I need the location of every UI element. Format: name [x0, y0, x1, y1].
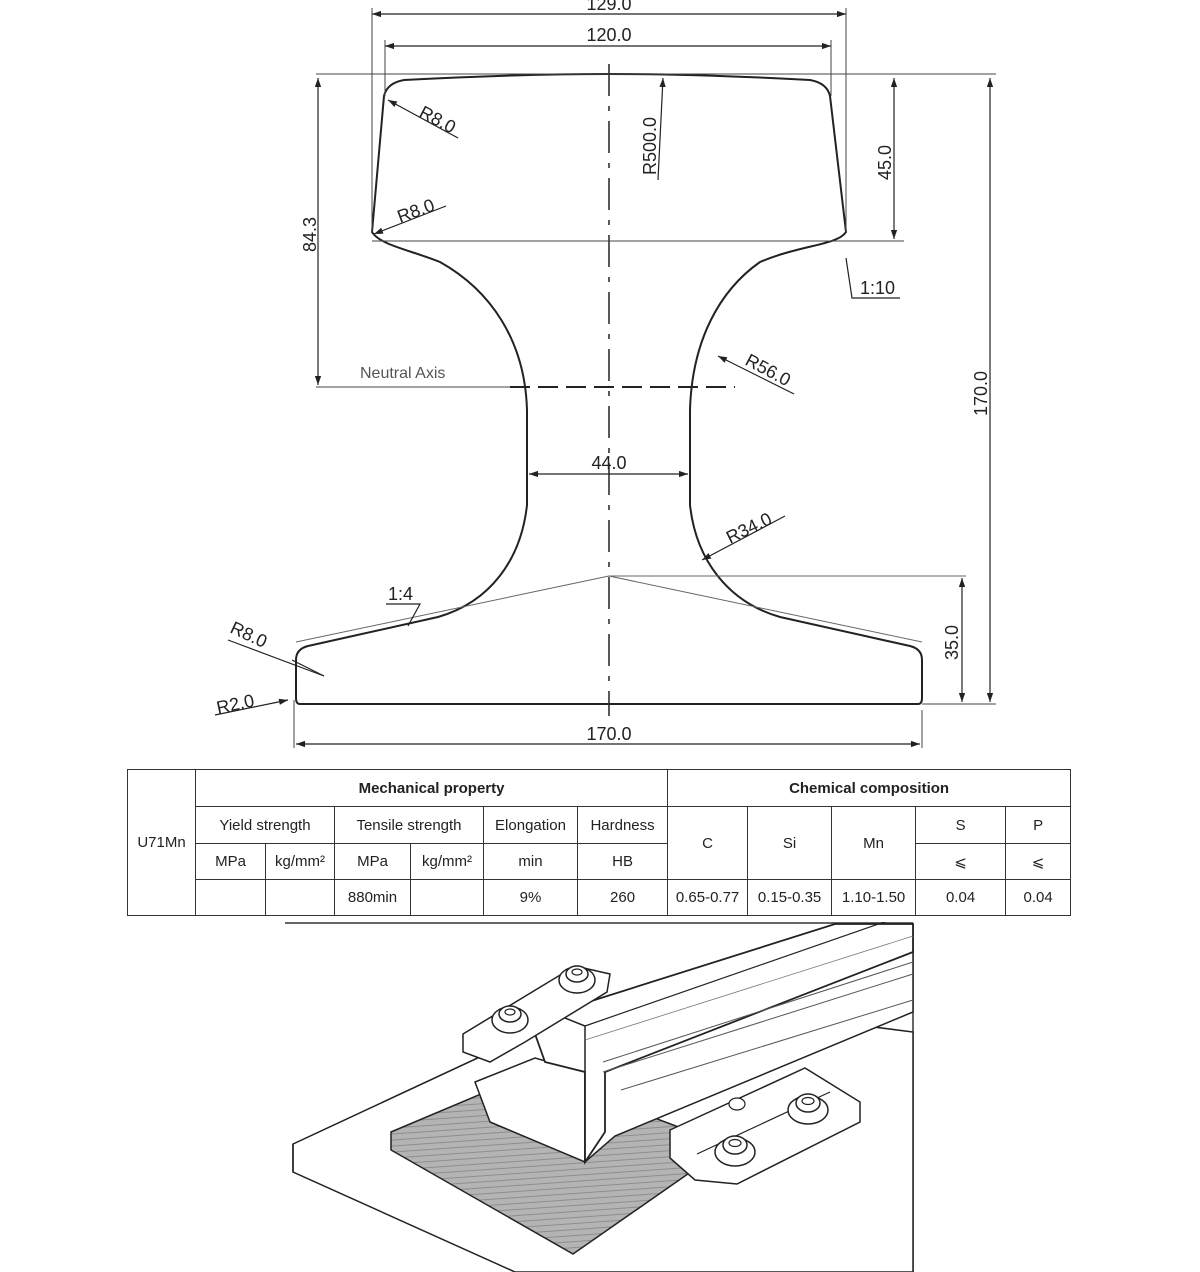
chemical-composition-header: Chemical composition	[667, 769, 1072, 807]
manganese-header: Mn	[831, 806, 917, 880]
elongation-value: 9%	[483, 879, 578, 916]
bolt-icon	[787, 1093, 829, 1125]
silicon-value: 0.15-0.35	[747, 879, 833, 916]
dim-radius-web-upper: R56.0	[742, 350, 794, 390]
tensile-unit-mpa: MPa	[334, 843, 411, 880]
rail-body	[523, 923, 914, 1165]
sulfur-header: S	[915, 806, 1007, 844]
dim-total-height: 170.0	[971, 371, 991, 416]
dim-neutral-axis-height: 84.3	[300, 217, 320, 252]
dim-width-top-outer: 129.0	[586, 0, 631, 14]
yield-unit-kgmm: kg/mm²	[265, 843, 335, 880]
bolt-icon	[558, 965, 596, 994]
tensile-unit-kgmm: kg/mm²	[410, 843, 484, 880]
hardness-value: 260	[576, 879, 669, 916]
dim-head-height: 45.0	[875, 145, 895, 180]
yield-strength-header: Yield strength	[195, 806, 335, 844]
spec-table: U71Mn Mechanical property Chemical compo…	[127, 769, 1072, 916]
carbon-header: C	[667, 806, 749, 880]
yield-unit-mpa: MPa	[195, 843, 266, 880]
neutral-axis-label: Neutral Axis	[360, 365, 445, 382]
hardness-unit: HB	[576, 843, 669, 880]
yield-kgmm-value	[265, 879, 335, 916]
tensile-strength-header: Tensile strength	[334, 806, 484, 844]
mechanical-property-header: Mechanical property	[194, 769, 669, 807]
dim-radius-web-lower: R34.0	[723, 509, 775, 548]
bolt-icon	[491, 1005, 529, 1034]
dim-head-radius-top: R500.0	[640, 117, 660, 175]
elongation-header: Elongation	[483, 806, 578, 844]
dim-radius-foot-edge: R8.0	[227, 617, 270, 651]
yield-mpa-value	[195, 879, 266, 916]
phosphorus-value: 0.04	[1005, 879, 1072, 916]
dim-base-width: 170.0	[586, 724, 631, 744]
manganese-value: 1.10-1.50	[831, 879, 917, 916]
dim-width-head: 120.0	[586, 25, 631, 45]
sulfur-value: 0.04	[915, 879, 1007, 916]
silicon-header: Si	[747, 806, 833, 880]
carbon-value: 0.65-0.77	[667, 879, 749, 916]
dim-web-width: 44.0	[591, 453, 626, 473]
dim-foot-height: 35.0	[942, 625, 962, 660]
bolt-icon	[714, 1135, 756, 1167]
dim-slope-foot: 1:4	[388, 584, 413, 604]
tensile-mpa-value: 880min	[334, 879, 411, 916]
phosphorus-limit-symbol: ⩽	[1005, 843, 1072, 880]
hardness-header: Hardness	[576, 806, 669, 844]
sulfur-limit-symbol: ⩽	[915, 843, 1007, 880]
elongation-unit: min	[483, 843, 578, 880]
dim-radius-foot-corner: R2.0	[215, 690, 256, 717]
rail-outline	[295, 73, 923, 705]
tensile-kgmm-value	[410, 879, 484, 916]
dim-radius-head-lower: R8.0	[395, 195, 438, 227]
dim-slope-head: 1:10	[860, 278, 895, 298]
dim-radius-head-upper: R8.0	[416, 102, 459, 138]
phosphorus-header: P	[1005, 806, 1072, 844]
grade-cell: U71Mn	[127, 769, 196, 916]
rail-fastening-illustration	[285, 922, 914, 1272]
rail-profile-drawing: 129.0 120.0 R8.0 R8.0 R500.0 45.0 84.3 N…	[215, 0, 996, 748]
